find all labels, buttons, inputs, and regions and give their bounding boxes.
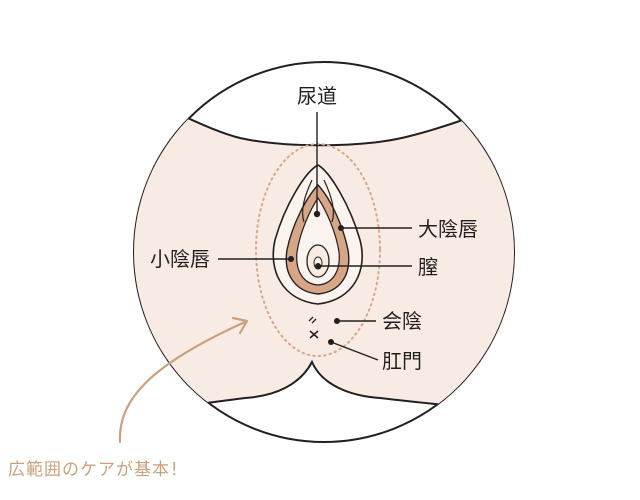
urethra-label: 尿道 xyxy=(297,84,337,108)
hood-fold-left xyxy=(301,179,313,223)
perineum-dot xyxy=(334,318,340,324)
anus-leader xyxy=(330,341,379,361)
vagina-label: 膣 xyxy=(418,255,438,279)
labia-majora-label: 大陰唇 xyxy=(418,217,478,241)
labia-minora-dot xyxy=(288,256,294,262)
anus-mark xyxy=(309,330,319,339)
anus-label: 肛門 xyxy=(382,349,422,373)
caption-arrow xyxy=(118,320,247,444)
caption-arrowhead xyxy=(231,316,249,335)
labia-majora-dot xyxy=(338,225,344,231)
perineum-mark xyxy=(308,316,317,324)
caption-text: 広範囲のケアが基本！ xyxy=(8,460,188,480)
perineum-label: 会陰 xyxy=(382,309,422,333)
labia-minora-label: 小陰唇 xyxy=(150,247,210,271)
hood-fold-right xyxy=(323,179,335,223)
vagina-dot xyxy=(315,263,321,269)
anus-dot xyxy=(328,339,334,345)
care-area-ellipse xyxy=(255,143,381,357)
